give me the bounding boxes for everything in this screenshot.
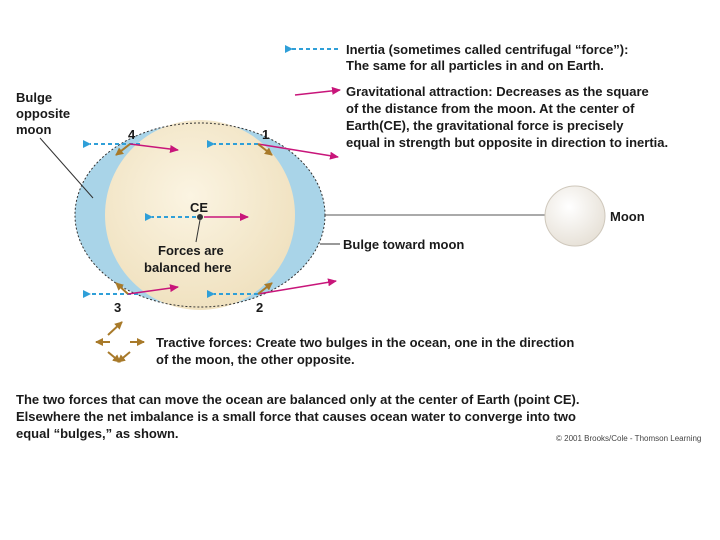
bulge-opposite-label-1: Bulge bbox=[16, 90, 52, 106]
point-1-label: 1 bbox=[262, 127, 269, 143]
balanced-label-1: Forces are bbox=[158, 243, 224, 259]
balanced-label-2: balanced here bbox=[144, 260, 231, 276]
bulge-opposite-label-3: moon bbox=[16, 122, 51, 138]
moon-label: Moon bbox=[610, 209, 645, 225]
caption-line2: Elsewhere the net imbalance is a small f… bbox=[16, 409, 576, 425]
gravity-legend-line1: Gravitational attraction: Decreases as t… bbox=[346, 84, 649, 100]
gravity-legend-line3: Earth(CE), the gravitational force is pr… bbox=[346, 118, 623, 134]
inertia-legend-line1: Inertia (sometimes called centrifugal “f… bbox=[346, 42, 628, 58]
point-4-label: 4 bbox=[128, 127, 135, 143]
point-3-label: 3 bbox=[114, 300, 121, 316]
gravity-legend-line4: equal in strength but opposite in direct… bbox=[346, 135, 668, 151]
inertia-legend-line2: The same for all particles in and on Ear… bbox=[346, 58, 604, 74]
ce-label: CE bbox=[190, 200, 208, 216]
gravity-legend-line2: of the distance from the moon. At the ce… bbox=[346, 101, 634, 117]
caption-line3: equal “bulges,” as shown. bbox=[16, 426, 179, 442]
point-2-label: 2 bbox=[256, 300, 263, 316]
gravity-legend-arrow-icon bbox=[295, 90, 340, 95]
tractive-legend-line1: Tractive forces: Create two bulges in th… bbox=[156, 335, 574, 351]
bulge-opposite-label-2: opposite bbox=[16, 106, 70, 122]
tractive-legend-line2: of the moon, the other opposite. bbox=[156, 352, 355, 368]
bulge-opposite-leader bbox=[40, 138, 93, 198]
tractive-legend-arrows-icon bbox=[96, 322, 144, 362]
copyright-notice: © 2001 Brooks/Cole - Thomson Learning bbox=[556, 434, 701, 443]
caption-line1: The two forces that can move the ocean a… bbox=[16, 392, 579, 408]
moon bbox=[545, 186, 605, 246]
bulge-toward-moon-label: Bulge toward moon bbox=[343, 237, 464, 253]
